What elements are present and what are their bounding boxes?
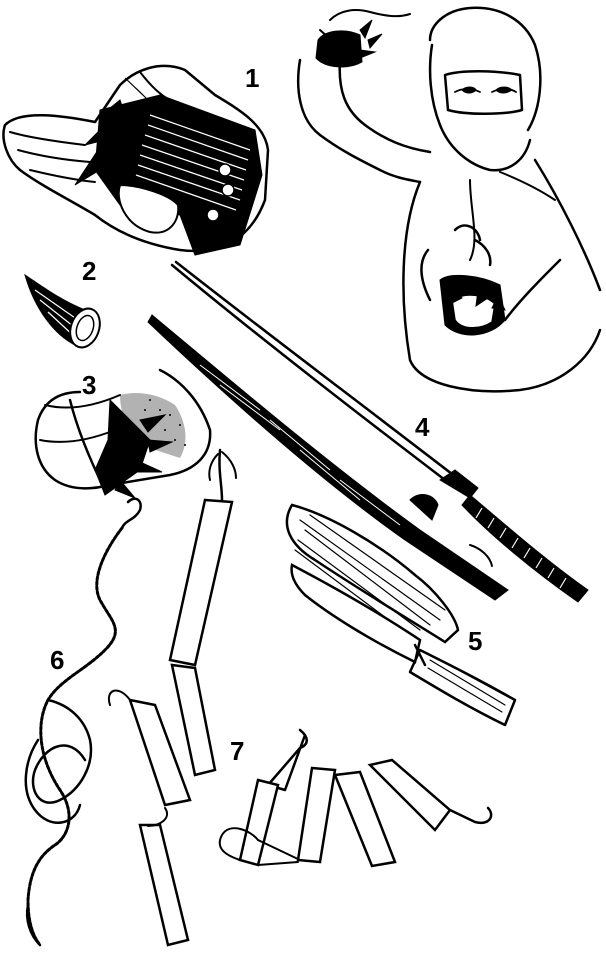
segmented-chain-sticks <box>107 448 493 947</box>
spiked-cap <box>24 273 101 349</box>
item-number-4: 4 <box>415 412 430 442</box>
sword-and-scabbard <box>147 260 589 603</box>
item-number-2: 2 <box>82 256 97 286</box>
item-number-1: 1 <box>245 63 260 93</box>
item-number-5: 5 <box>468 626 483 656</box>
spiked-foot-band <box>34 368 212 499</box>
item-number-6: 6 <box>50 645 65 675</box>
spiked-hand-claw <box>2 64 270 256</box>
item-number-3: 3 <box>82 370 97 400</box>
item-number-7: 7 <box>230 736 245 766</box>
knife-and-sheath <box>285 503 517 727</box>
hooked-rope <box>24 497 142 947</box>
ninja-figure <box>296 6 602 393</box>
